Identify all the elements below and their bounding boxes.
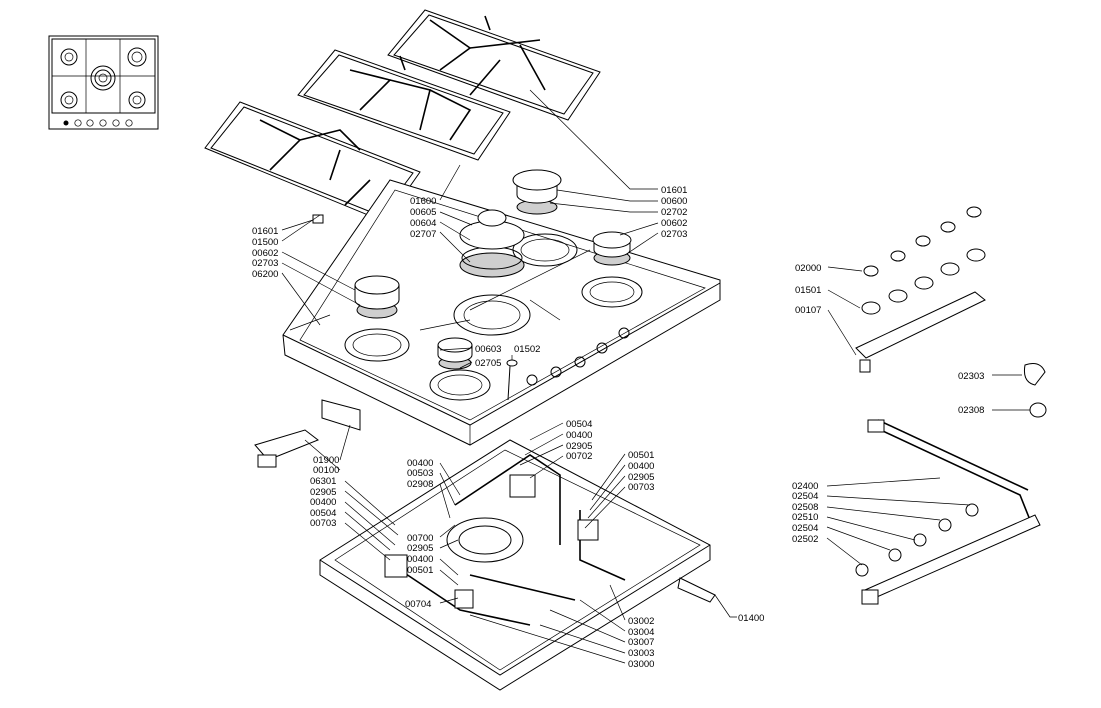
part-label: 00501 — [407, 565, 433, 576]
part-label: 00604 — [410, 218, 436, 229]
part-label: 01600 — [410, 196, 436, 207]
part-label: 03002 — [628, 616, 654, 627]
part-label: 06200 — [252, 269, 278, 280]
part-label: 01502 — [514, 344, 540, 355]
part-label: 00703 — [310, 518, 336, 529]
part-label: 00700 — [407, 533, 433, 544]
control-knobs-set — [855, 206, 986, 373]
part-label: 00504 — [310, 508, 336, 519]
burner-cap-rear-right — [512, 169, 562, 215]
pan-support-center — [297, 49, 511, 161]
part-label: 01601 — [661, 185, 687, 196]
part-label: 01400 — [738, 613, 764, 624]
part-label: 02504 — [792, 491, 818, 502]
part-label: 00703 — [628, 482, 654, 493]
part-label: 00704 — [405, 599, 431, 610]
part-label: 02905 — [566, 441, 592, 452]
part-label: 00602 — [661, 218, 687, 229]
part-label: 01501 — [795, 285, 821, 296]
part-label: 00501 — [628, 450, 654, 461]
burner-cap-right — [592, 231, 632, 266]
hob-layout-thumbnail — [48, 35, 159, 130]
part-label: 02905 — [310, 487, 336, 498]
part-label: 03007 — [628, 637, 654, 648]
ignition-module — [254, 399, 361, 468]
part-label: 01900 — [313, 455, 339, 466]
spark-electrode — [506, 359, 518, 401]
part-label: 02905 — [628, 472, 654, 483]
part-label: 00503 — [407, 468, 433, 479]
part-label: 02504 — [792, 523, 818, 534]
elbow-connector — [1024, 363, 1047, 418]
part-labels: 01601 00600 02702 00602 02703 01600 0060… — [252, 185, 984, 670]
part-label: 00400 — [628, 461, 654, 472]
part-label: 02502 — [792, 534, 818, 545]
pan-support-right — [387, 9, 601, 121]
part-label: 00504 — [566, 419, 592, 430]
part-label: 02705 — [475, 358, 501, 369]
leader-lines — [281, 89, 1030, 664]
part-label: 00602 — [252, 248, 278, 259]
part-label: 02000 — [795, 263, 821, 274]
part-label: 02703 — [252, 258, 278, 269]
part-label: 02303 — [958, 371, 984, 382]
part-label: 02908 — [407, 479, 433, 490]
part-label: 02508 — [792, 502, 818, 513]
part-label: 02703 — [661, 229, 687, 240]
part-label: 02702 — [661, 207, 687, 218]
gas-ramp-assembly — [855, 419, 1041, 605]
part-label: 00100 — [313, 465, 339, 476]
burner-cap-left — [354, 275, 400, 319]
part-label: 02400 — [792, 481, 818, 492]
bracket-01400 — [677, 577, 716, 603]
part-label: 03004 — [628, 627, 654, 638]
part-label: 00400 — [566, 430, 592, 441]
part-label: 02510 — [792, 512, 818, 523]
part-label: 00702 — [566, 451, 592, 462]
part-label: 00603 — [475, 344, 501, 355]
burner-cap-wok — [459, 209, 525, 278]
part-label: 01601 — [252, 226, 278, 237]
hob-base-tray — [319, 439, 711, 691]
part-label: 00400 — [407, 554, 433, 565]
part-label: 00107 — [795, 305, 821, 316]
part-label: 02905 — [407, 543, 433, 554]
hob-top-plate — [282, 179, 721, 446]
part-label: 00400 — [310, 497, 336, 508]
part-label: 00600 — [661, 196, 687, 207]
part-label: 06301 — [310, 476, 336, 487]
part-label: 03000 — [628, 659, 654, 670]
part-label: 00605 — [410, 207, 436, 218]
part-label: 02707 — [410, 229, 436, 240]
part-label: 01500 — [252, 237, 278, 248]
part-label: 03003 — [628, 648, 654, 659]
part-label: 02308 — [958, 405, 984, 416]
part-label: 00400 — [407, 458, 433, 469]
